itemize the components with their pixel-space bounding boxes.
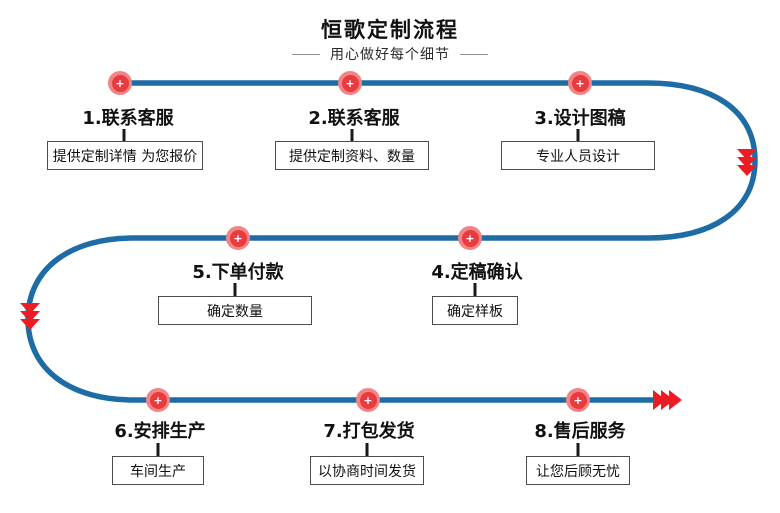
flow-path [25,80,758,403]
plus-icon: + [569,391,587,409]
plus-icon: + [111,74,129,92]
step-label: 2.联系客服 [308,108,400,129]
step-description-box: 确定数量 [158,296,312,325]
step-description-box: 让您后顾无忧 [526,456,630,485]
step-label: 8.售后服务 [534,421,626,442]
subtitle-right-dash [460,53,488,55]
step-label: 4.定稿确认 [431,262,523,283]
step-5-marker: + [226,226,250,250]
arrow-down-left-curve-icon [20,303,40,330]
step-label: 6.安排生产 [114,421,206,442]
page-subtitle-row: 用心做好每个细节 [0,44,780,64]
step-label: 3.设计图稿 [534,108,626,129]
plus-icon: + [341,74,359,92]
step-description-box: 确定样板 [432,296,518,325]
step-1-marker: + [108,71,132,95]
step-3-marker: + [568,71,592,95]
plus-icon: + [571,74,589,92]
arrow-down-right-curve-icon [737,149,757,176]
arrow-flow-end-icon [653,390,682,410]
step-label: 1.联系客服 [82,108,174,129]
page-subtitle: 用心做好每个细节 [330,47,450,63]
plus-icon: + [149,391,167,409]
step-description-box: 提供定制资料、数量 [275,141,429,170]
step-8-marker: + [566,388,590,412]
step-label: 7.打包发货 [323,421,415,442]
step-connector [122,129,126,142]
plus-icon: + [229,229,247,247]
plus-icon: + [359,391,377,409]
step-connector [156,443,160,456]
step-connector [233,283,237,296]
step-4-marker: + [458,226,482,250]
step-label: 5.下单付款 [192,262,284,283]
step-description-box: 以协商时间发货 [310,456,424,485]
step-description-box: 专业人员设计 [501,141,655,170]
step-7-marker: + [356,388,380,412]
plus-icon: + [461,229,479,247]
step-2-marker: + [338,71,362,95]
step-connector [365,443,369,456]
step-connector [576,129,580,142]
step-connector [473,283,477,296]
step-connector [350,129,354,142]
subtitle-left-dash [292,53,320,55]
step-connector [576,443,580,456]
step-description-box: 提供定制详情 为您报价 [47,141,203,170]
page-title: 恒歌定制流程 [321,18,459,42]
step-6-marker: + [146,388,170,412]
step-description-box: 车间生产 [112,456,204,485]
